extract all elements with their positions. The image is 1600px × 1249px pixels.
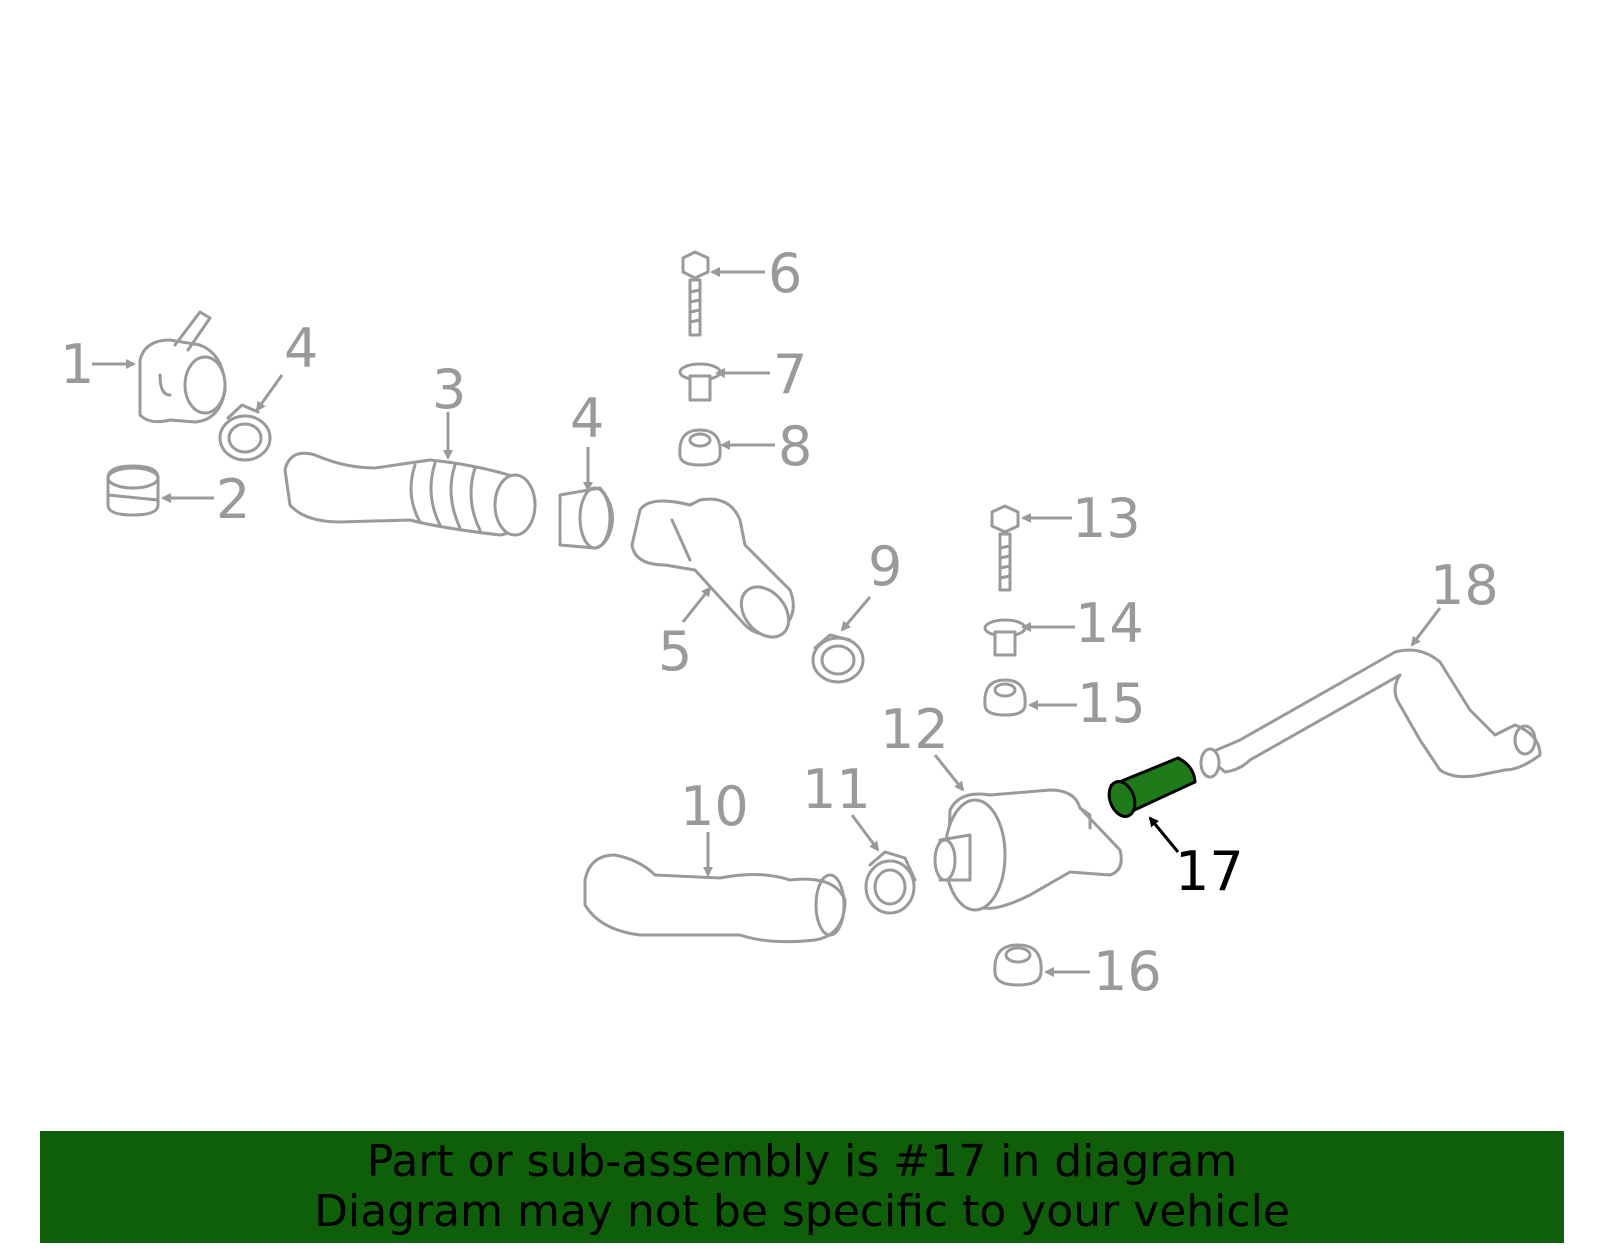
callout-17: 17 — [1175, 840, 1244, 903]
callout-4b: 4 — [570, 387, 604, 450]
part-12-thermostat-housing[interactable] — [933, 788, 1123, 912]
part-10-hose[interactable] — [583, 853, 847, 944]
leader-5 — [681, 586, 712, 623]
part-6-bolt[interactable] — [681, 250, 710, 337]
callout-1: 1 — [60, 333, 94, 396]
leader-17 — [1148, 816, 1180, 853]
part-5-pipe[interactable] — [630, 497, 798, 646]
part-2-clamp[interactable] — [106, 464, 160, 517]
callout-11: 11 — [802, 758, 871, 821]
part-9-clamp[interactable] — [811, 633, 865, 684]
part-18-pipe[interactable] — [1199, 648, 1542, 779]
callout-12: 12 — [880, 698, 949, 761]
callout-9: 9 — [868, 535, 902, 598]
callout-18: 18 — [1430, 554, 1499, 617]
part-1-elbow-fitting[interactable] — [138, 310, 227, 424]
callout-7: 7 — [773, 343, 807, 406]
callout-4a: 4 — [284, 317, 318, 380]
leader-18 — [1410, 607, 1442, 647]
callout-15: 15 — [1077, 672, 1146, 735]
callout-2: 2 — [216, 468, 250, 531]
part-17-hose-highlighted[interactable] — [1105, 756, 1197, 820]
leader-lines — [92, 267, 1442, 977]
part-4-clamp-left[interactable] — [218, 403, 272, 462]
banner-line-1: Part or sub-assembly is #17 in diagram — [366, 1136, 1238, 1187]
leader-12 — [933, 754, 965, 792]
part-3-hose[interactable] — [283, 451, 537, 537]
callout-10: 10 — [680, 775, 749, 838]
part-8-grommet[interactable] — [678, 428, 722, 467]
part-14-washer[interactable] — [983, 618, 1027, 657]
callout-8: 8 — [778, 415, 812, 478]
banner-line-2: Diagram may not be specific to your vehi… — [314, 1186, 1290, 1237]
callout-3: 3 — [432, 358, 466, 421]
callout-14: 14 — [1075, 592, 1144, 655]
leader-4a — [255, 374, 284, 412]
notice-banner: Part or sub-assembly is #17 in diagram D… — [40, 1131, 1564, 1243]
callout-labels: 1 2 3 4 4 5 6 7 8 9 10 11 12 13 14 15 16… — [60, 242, 1499, 1003]
callout-13: 13 — [1072, 487, 1141, 550]
part-16-grommet[interactable] — [993, 943, 1043, 987]
part-11-clamp[interactable] — [864, 850, 917, 915]
callout-6: 6 — [768, 242, 802, 305]
leader-11 — [850, 814, 880, 852]
callout-5: 5 — [658, 620, 692, 683]
callout-16: 16 — [1093, 940, 1162, 1003]
part-7-washer[interactable] — [678, 362, 722, 402]
leader-9 — [840, 596, 872, 632]
part-4-clamp-right[interactable] — [558, 486, 614, 550]
part-13-bolt[interactable] — [990, 504, 1020, 592]
part-15-grommet[interactable] — [983, 678, 1027, 717]
